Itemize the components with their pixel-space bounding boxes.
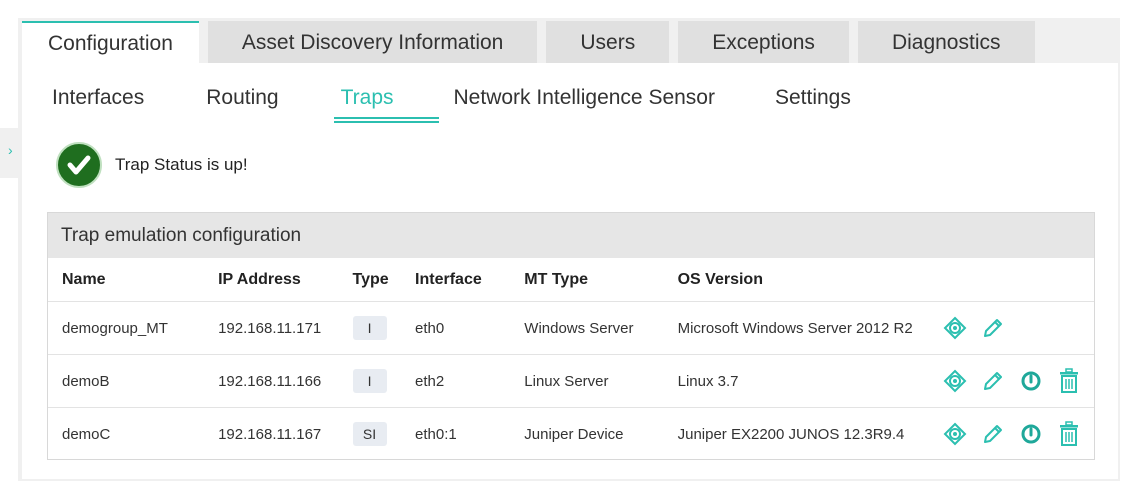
cell-mt-type: Windows Server	[524, 301, 678, 355]
type-badge: I	[352, 316, 387, 340]
table-row: demogroup_MT 192.168.11.171 I eth0 Windo…	[48, 301, 1094, 355]
table-row: demoC 192.168.11.167 SI eth0:1 Juniper D…	[48, 408, 1094, 461]
cell-os-version: Linux 3.7	[677, 354, 942, 408]
subtab-routing[interactable]: Routing	[206, 86, 279, 109]
tab-configuration[interactable]: Configuration	[22, 21, 199, 65]
type-badge: SI	[352, 422, 387, 446]
cell-actions	[942, 354, 1094, 408]
subtab-network-intelligence-sensor[interactable]: Network Intelligence Sensor	[453, 86, 715, 109]
pencil-icon[interactable]	[980, 315, 1006, 341]
cell-type: I	[352, 354, 416, 408]
column-header-name: Name	[48, 258, 219, 302]
sidebar-toggle[interactable]: ›	[0, 128, 22, 178]
trap-status: Trap Status is up!	[56, 142, 248, 188]
tab-asset-discovery-information[interactable]: Asset Discovery Information	[207, 21, 538, 63]
cell-type: SI	[352, 408, 416, 461]
cell-ip-address: 192.168.11.166	[218, 354, 353, 408]
cell-name: demogroup_MT	[48, 301, 219, 355]
subtab-interfaces[interactable]: Interfaces	[52, 86, 145, 109]
column-header-interface: Interface	[415, 258, 525, 302]
trap-emulation-table: Trap emulation configuration Name IP Add…	[47, 212, 1095, 460]
cell-actions	[942, 408, 1094, 461]
tab-exceptions[interactable]: Exceptions	[678, 21, 849, 63]
cell-ip-address: 192.168.11.167	[218, 425, 322, 443]
subtab-traps[interactable]: Traps	[340, 86, 394, 109]
cell-interface: eth0	[415, 301, 525, 355]
cell-ip-address: 192.168.11.171	[218, 301, 353, 355]
cell-name: demoB	[48, 354, 219, 408]
check-circle-icon	[56, 142, 102, 188]
subtab-settings[interactable]: Settings	[774, 86, 851, 109]
cell-os-version: Microsoft Windows Server 2012 R2	[677, 301, 942, 355]
tab-users[interactable]: Users	[546, 21, 670, 63]
target-icon[interactable]	[942, 368, 968, 394]
pencil-icon[interactable]	[980, 368, 1006, 394]
power-icon[interactable]	[1018, 368, 1044, 394]
active-subtab-underline	[334, 117, 439, 123]
tab-diagnostics[interactable]: Diagnostics	[857, 21, 1035, 63]
trash-icon[interactable]	[1056, 421, 1082, 447]
target-icon[interactable]	[942, 315, 968, 341]
sub-tab-bar: Interfaces Routing Traps Network Intelli…	[52, 86, 913, 110]
trap-table: Name IP Address Type Interface MT Type O…	[48, 258, 1094, 460]
cell-interface: eth0:1	[415, 425, 457, 443]
column-header-ip-address: IP Address	[218, 258, 353, 302]
cell-mt-type: Juniper Device	[524, 425, 624, 443]
table-title: Trap emulation configuration	[48, 213, 1094, 258]
cell-mt-type: Linux Server	[524, 354, 678, 408]
main-tab-bar: Configuration Asset Discovery Informatio…	[22, 21, 1044, 65]
table-header-row: Name IP Address Type Interface MT Type O…	[48, 258, 1094, 302]
pencil-icon[interactable]	[980, 421, 1006, 447]
cell-actions	[942, 301, 1094, 355]
column-header-mt-type: MT Type	[524, 258, 678, 302]
chevron-right-icon: ›	[8, 142, 13, 158]
column-header-os-version: OS Version	[677, 258, 942, 302]
column-header-type: Type	[352, 258, 416, 302]
trash-icon[interactable]	[1056, 368, 1082, 394]
cell-type: I	[352, 301, 416, 355]
column-header-actions	[942, 258, 1094, 302]
cell-interface: eth2	[415, 354, 525, 408]
type-badge: I	[352, 369, 387, 393]
status-message: Trap Status is up!	[115, 155, 248, 174]
table-row: demoB 192.168.11.166 I eth2 Linux Server…	[48, 354, 1094, 408]
power-icon[interactable]	[1018, 421, 1044, 447]
target-icon[interactable]	[942, 421, 968, 447]
cell-os-version: Juniper EX2200 JUNOS 12.3R9.4	[677, 425, 905, 443]
cell-name: demoC	[62, 425, 111, 443]
